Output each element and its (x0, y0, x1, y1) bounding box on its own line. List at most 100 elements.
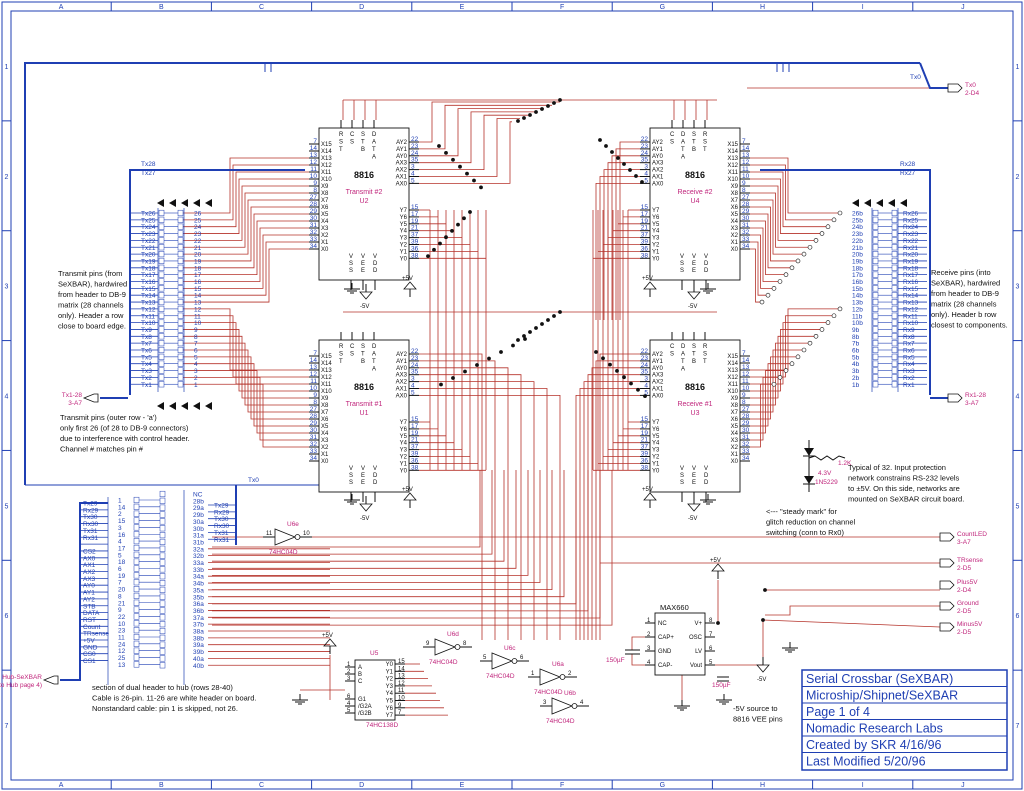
rx-pin-number: 5b (852, 354, 860, 361)
tx-channel-label: Tx15 (141, 286, 156, 293)
hub-pin-number: 39b (193, 649, 204, 656)
pin-name: X4 (731, 431, 739, 437)
header-pin-b (177, 353, 184, 360)
tx-signal-wire (208, 376, 309, 441)
control-wire (212, 470, 517, 569)
junction-dot (516, 338, 520, 342)
hub-pin-number: 30b (193, 526, 204, 533)
hub-pin-number: 21 (118, 600, 126, 607)
hub-pin-number: 20 (118, 587, 126, 594)
grid-row-label: 1 (1016, 64, 1020, 71)
hub-right-label: Rx29 (214, 509, 230, 516)
addr-wire (419, 121, 512, 184)
supply-pin-letter: V (680, 466, 684, 472)
header-pin-a (872, 244, 879, 251)
rx-pin-number: 7b (852, 341, 860, 348)
pin-number: 30 (310, 427, 318, 434)
header-pin-a (158, 285, 165, 292)
pin-name: AX3 (652, 161, 664, 167)
offpage-arrow (82, 393, 99, 403)
header-key-marker (181, 199, 188, 207)
pin-name: AX1 (396, 175, 408, 181)
pin-name: X3 (321, 226, 329, 232)
junction-dot (439, 382, 443, 387)
chip-ref: U4 (691, 198, 700, 205)
control-pin-letter: R (703, 344, 708, 350)
pin-number: 35 (641, 369, 649, 376)
pin-name: AX3 (396, 373, 408, 379)
max660-pin-label: LV (695, 649, 702, 655)
addr-wire (419, 108, 544, 157)
header-pin-b (177, 230, 184, 237)
pin-name: X9 (321, 396, 329, 402)
header-pin-b (891, 237, 898, 244)
max660-pin-number: 5 (709, 660, 713, 666)
hub-signal-label: CS0 (83, 651, 96, 658)
pin-number: 33 (742, 236, 750, 243)
decoder-pin-number: 14 (398, 666, 405, 672)
hub-header-pin (159, 525, 166, 532)
grid-col-label: C (259, 4, 264, 11)
rx-signal-wire (750, 178, 820, 234)
hub-pin-number: 29b (193, 512, 204, 519)
title-block: Serial Crossbar (SeXBAR) Microship/Shipn… (801, 669, 1008, 771)
pin-name: X1 (321, 240, 329, 246)
pin-name: AY2 (652, 352, 664, 358)
tx-pin-number: 16 (194, 279, 202, 286)
hub-header-pin (133, 572, 140, 579)
hub-signal-label: TRsense (83, 631, 109, 638)
tx-channel-label: Tx8 (141, 334, 152, 341)
pin-number: 11 (742, 166, 749, 173)
hub-header-pin (159, 559, 166, 566)
supply-pin-letter: E (692, 480, 696, 486)
junction-dot (528, 330, 532, 334)
pin-number: 7 (742, 138, 746, 145)
pin-number: 29 (310, 208, 318, 215)
header-pin-a (872, 237, 879, 244)
chip-body (649, 127, 741, 281)
junction-dot (516, 119, 520, 123)
header-pin-a (872, 264, 879, 271)
grid-col-label: G (660, 782, 665, 789)
power-label: +5V (402, 487, 413, 493)
pin-number: 13 (742, 364, 750, 371)
pin-name: AX2 (652, 380, 664, 386)
chip-name: Receive #1 (677, 401, 712, 408)
supply-pin-letter: D (704, 268, 709, 274)
hub-pin-number: 16 (118, 532, 126, 539)
tx-signal-wire (208, 308, 309, 371)
chip-body (318, 339, 410, 493)
inverter-part: 74HC04D (486, 673, 515, 680)
hub-signal-label: CS1 (83, 658, 96, 665)
pin-name: AX1 (652, 175, 664, 181)
header-pin-a (158, 299, 165, 306)
supply-pin-letter: V (361, 466, 365, 472)
rx-signal-wire (750, 342, 808, 406)
pin-name: X14 (727, 149, 738, 155)
header-pin-a (872, 223, 879, 230)
header-pin-a (158, 333, 165, 340)
pin-name: X9 (731, 396, 739, 402)
rx-channel-label: Rx14 (903, 293, 919, 300)
power-label: +5V (642, 487, 653, 493)
protection-node (813, 238, 819, 243)
tx-channel-label: Tx2 (141, 375, 152, 382)
tx-pin-number: 6 (194, 348, 198, 355)
hub-signal-label: Tx30 (83, 514, 98, 521)
tx-channel-label: Tx11 (141, 313, 155, 320)
pin-number: 17 (411, 211, 419, 218)
control-pin-letter: T (681, 359, 685, 365)
rx-signal-wire (750, 213, 790, 269)
grid-row-label: 6 (5, 613, 9, 620)
hub-header-pin (159, 600, 166, 607)
tx-pin-number: 15 (194, 286, 202, 293)
header-key-marker (205, 199, 212, 207)
header-pin-b (891, 326, 898, 333)
hub-pin-number: 9 (118, 607, 122, 614)
protection-node (777, 375, 783, 380)
pin-name: X1 (731, 452, 739, 458)
